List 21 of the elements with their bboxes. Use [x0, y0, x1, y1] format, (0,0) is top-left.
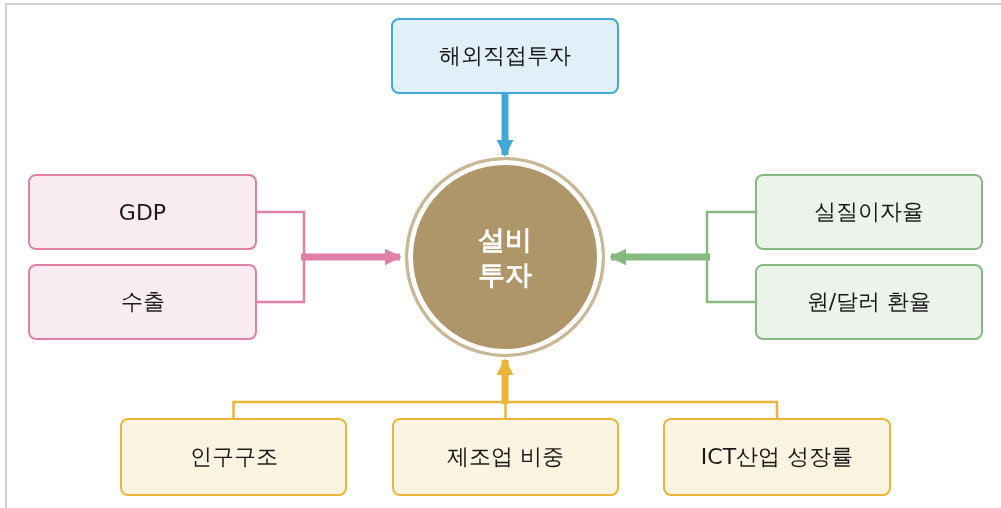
connector-line — [257, 210, 306, 257]
factor-box — [28, 174, 257, 250]
factor-box — [392, 418, 619, 496]
factor-label: ICT산업 성장률 — [700, 443, 854, 471]
factor-label: GDP — [118, 199, 167, 225]
factor-box — [663, 418, 891, 496]
factor-box — [755, 264, 983, 340]
connector-line — [705, 210, 755, 257]
factor-label: 실질이자율 — [814, 198, 924, 226]
factor-label: 수출 — [120, 288, 165, 316]
factor-label: 인구구조 — [189, 443, 278, 471]
factor-box — [755, 174, 983, 250]
arrow — [496, 94, 514, 157]
factor-box — [28, 264, 257, 340]
factor-box — [391, 18, 619, 94]
factor-box — [120, 418, 347, 496]
factor-label: 제조업 비중 — [447, 443, 564, 471]
circle-label: 설비 투자 — [477, 222, 533, 292]
factor-label: 해외직접투자 — [439, 42, 571, 70]
factor-label: 원/달러 환율 — [806, 288, 932, 316]
connector-line — [232, 400, 505, 418]
